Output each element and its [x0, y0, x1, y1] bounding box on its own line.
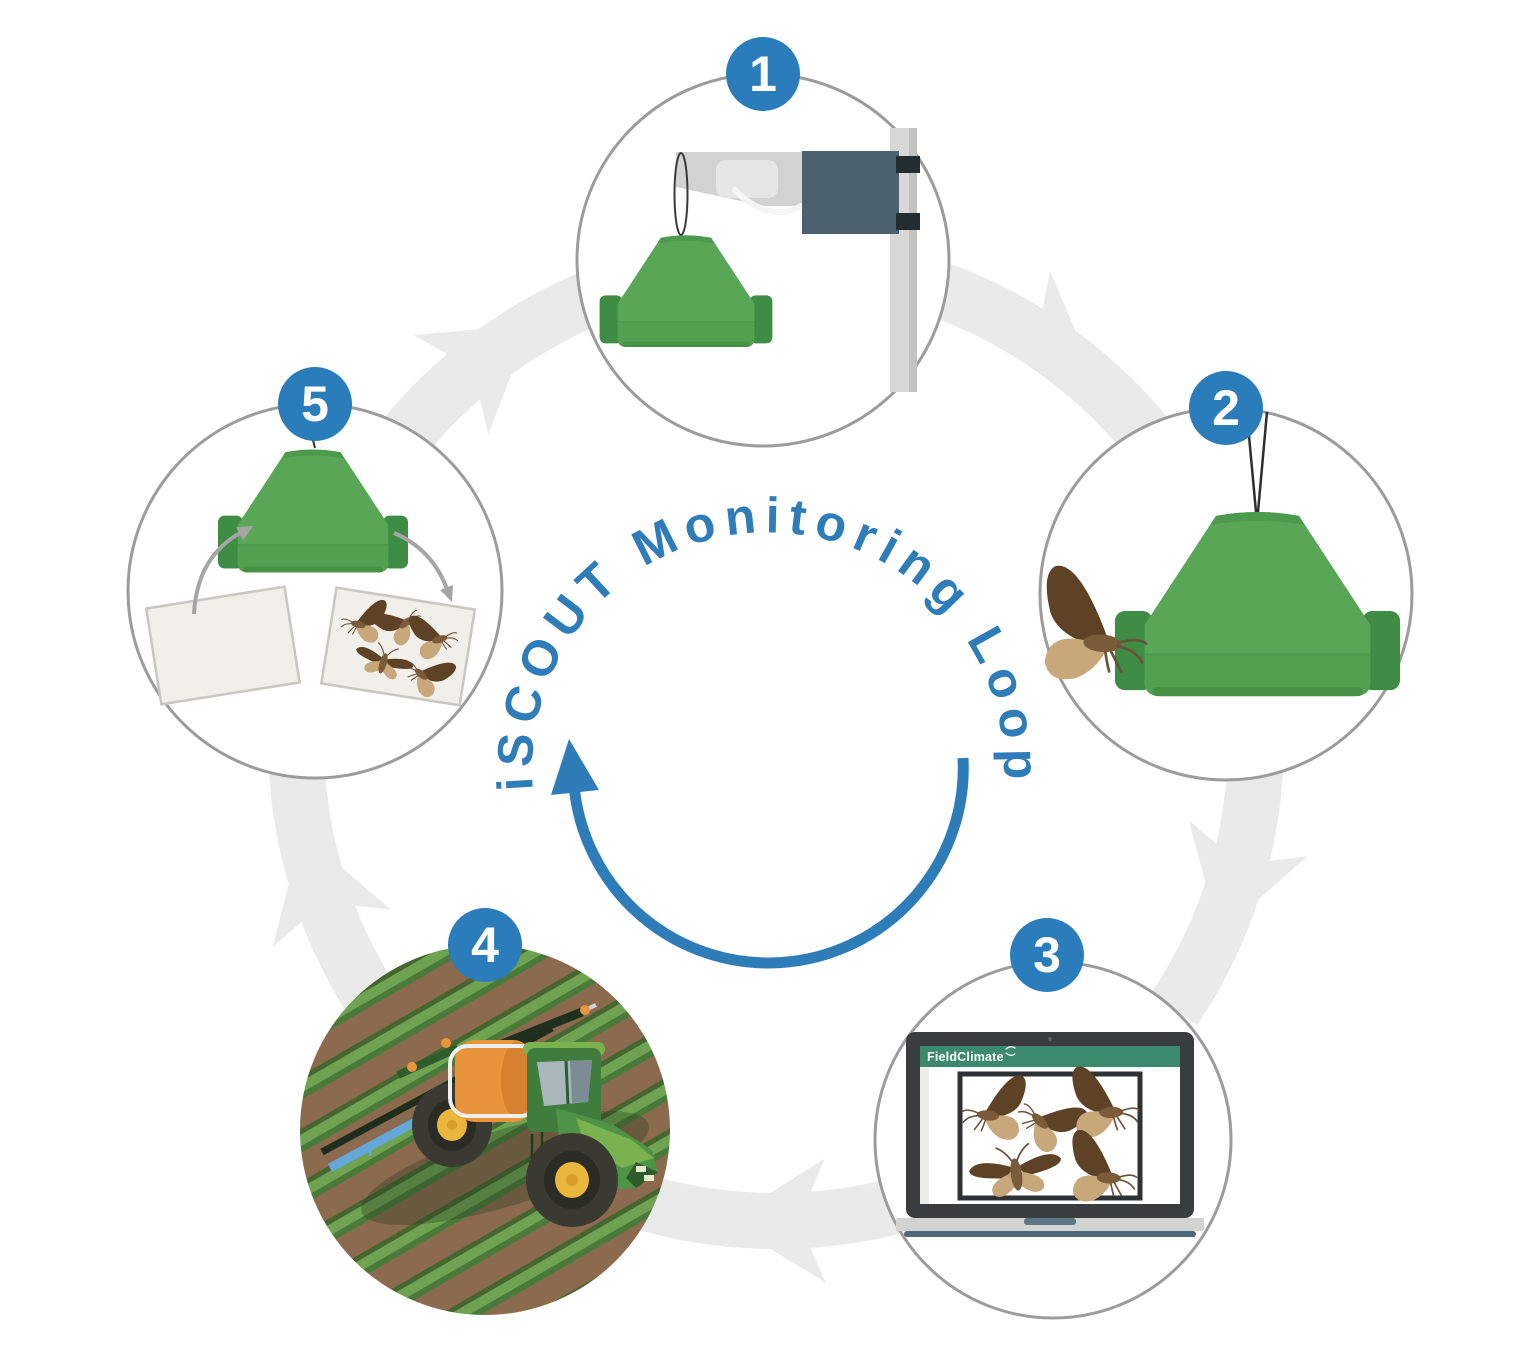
- beacon-light-right: [441, 1038, 451, 1048]
- trap-hang-stub: [312, 439, 316, 449]
- loop-direction-arrowhead: [551, 739, 599, 795]
- station-pole-shade: [909, 128, 917, 392]
- beacon-light-left: [407, 1062, 417, 1072]
- step-5-number: 5: [301, 376, 329, 432]
- boom-frame: [396, 1044, 460, 1079]
- tractor-hood: [576, 1118, 654, 1168]
- headlight-top: [636, 1166, 646, 1172]
- fieldclimate-moth-glyph: [1005, 1046, 1016, 1056]
- step-badges: 1 2 3 4 5: [278, 37, 1263, 992]
- laptop-sidebar-strip: [920, 1067, 929, 1204]
- step-1-number: 1: [749, 46, 777, 102]
- connector-arrow-4-5-head: [272, 832, 391, 947]
- swap-arrow-out-head: [440, 585, 453, 602]
- loop-direction-arrow: [568, 757, 969, 969]
- filled-sticky-card: [319, 586, 477, 707]
- logger-box: [802, 151, 899, 234]
- laptop-camera-dot: [1048, 1037, 1052, 1041]
- step-3-number: 3: [1033, 927, 1061, 983]
- station-arm-panel: [716, 160, 778, 198]
- step-2-number: 2: [1212, 380, 1240, 436]
- connector-arrow-2-3-head: [1188, 820, 1308, 934]
- fieldclimate-logo-text: FieldClimate: [927, 1050, 1004, 1064]
- connector-arrow-3-4-head: [725, 1158, 826, 1283]
- tank-shade: [501, 1042, 533, 1118]
- laptop-base-underside: [904, 1231, 1196, 1237]
- step-3-illustration: FieldClimate: [896, 1032, 1204, 1237]
- power-cable: [732, 187, 804, 216]
- pole-bracket-top: [896, 156, 920, 173]
- cab-window-shade: [570, 1060, 592, 1103]
- headlight-bottom: [644, 1175, 654, 1181]
- rear-hub-dot: [447, 1120, 457, 1130]
- step-4-illustration: [320, 1003, 658, 1227]
- rear-arm-beacon: [580, 1005, 590, 1015]
- step-2-badge: 2: [1189, 371, 1263, 445]
- tractor-sprayer: [320, 1003, 658, 1227]
- step-3-badge: 3: [1010, 918, 1084, 992]
- front-hub-dot: [566, 1174, 578, 1186]
- hanging-wire: [673, 152, 689, 236]
- step-5-illustration: [144, 439, 477, 707]
- connector-arrow-1-2-head: [978, 271, 1097, 380]
- blank-sticky-card: [144, 585, 302, 706]
- step-4-number: 4: [471, 917, 499, 973]
- laptop-base-notch: [1024, 1218, 1076, 1225]
- step-4-badge: 4: [448, 908, 522, 982]
- pole-bracket-bottom: [896, 213, 920, 230]
- swap-arrow-in-head: [236, 526, 253, 540]
- step-1-badge: 1: [726, 37, 800, 111]
- connector-arrow-5-1-head: [413, 324, 531, 435]
- swap-arrow-in: [192, 530, 243, 615]
- step-1-illustration: [598, 128, 920, 392]
- swap-arrow-out: [393, 531, 449, 590]
- step-5-badge: 5: [278, 367, 352, 441]
- fieldclimate-header-bar: [920, 1046, 1180, 1067]
- tractor-grill: [626, 1162, 658, 1188]
- cab-pillar: [564, 1060, 570, 1105]
